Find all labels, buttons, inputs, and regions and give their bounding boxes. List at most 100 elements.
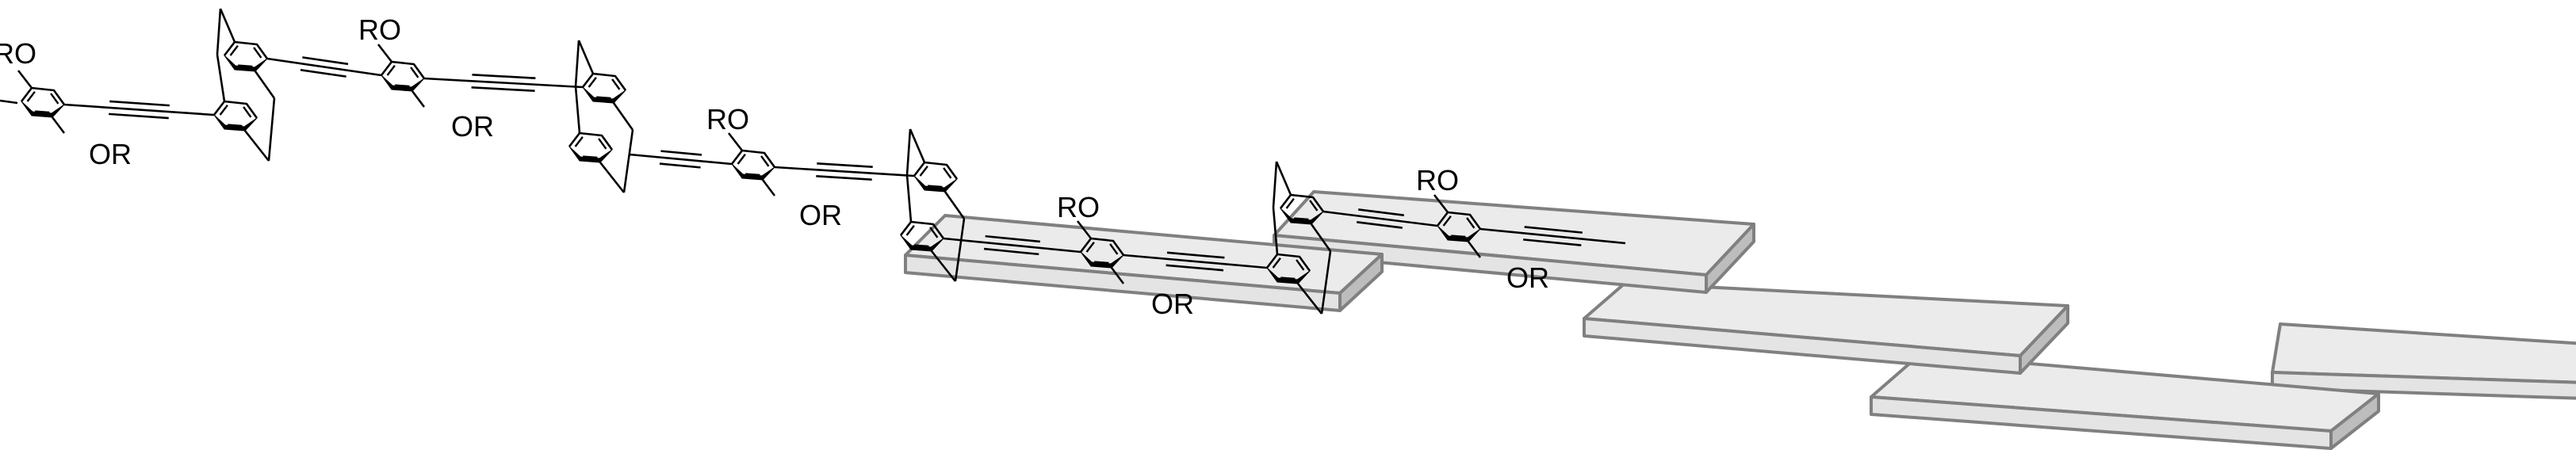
- alkyne-bond: [63, 103, 215, 116]
- ring-double-bond: [1272, 257, 1281, 269]
- or-bond: [1467, 241, 1482, 258]
- ring-double-bond: [588, 77, 597, 88]
- alkyne-bond: [629, 153, 733, 166]
- ring-double-bond: [1309, 200, 1319, 212]
- or-bond: [51, 116, 66, 134]
- dialkoxy-phenylene-4: [1079, 237, 1125, 269]
- slab-side-face: [2019, 304, 2069, 375]
- bridge-bond: [1272, 161, 1278, 208]
- alkyne-bond: [774, 166, 915, 177]
- ring-back-edge: [1279, 193, 1325, 212]
- or-bond: [761, 179, 776, 196]
- label-ro-5: RO: [1416, 164, 1459, 196]
- ring-double-bond: [596, 96, 611, 100]
- ring-bold-wedge-left: [213, 114, 226, 130]
- ring-bold-wedge-right: [612, 90, 626, 104]
- ring-bold-wedge-right: [243, 117, 258, 132]
- bridge-bond-bold: [930, 250, 957, 282]
- cyclophane-upper-ring-3: [913, 161, 959, 193]
- label-ro-2: RO: [358, 13, 401, 46]
- ring-bold-wedge-right: [1296, 270, 1311, 284]
- ring-double-bond: [229, 45, 239, 56]
- ring-bold-wedge-right: [51, 104, 65, 118]
- alkyne-bond: [109, 100, 170, 107]
- ring-double-bond: [1094, 261, 1109, 265]
- cyclophane-lower-ring-2: [568, 132, 614, 163]
- ring-bold-wedge-left: [568, 146, 581, 162]
- ring-double-bond: [919, 166, 928, 177]
- ring-double-bond: [1451, 235, 1466, 238]
- molecule-structure: [0, 8, 1626, 315]
- alkyne-bond: [266, 57, 382, 77]
- alkyne-bond: [983, 247, 1039, 256]
- slab-5: [1870, 353, 2380, 450]
- bridge-bond-bold: [1296, 283, 1323, 315]
- cyclophane-lower-ring-3: [899, 220, 945, 252]
- ring-back-edge: [20, 86, 66, 105]
- alkyne-bond: [660, 150, 702, 156]
- alkyne-bond: [1166, 251, 1225, 259]
- ring-double-bond: [1296, 259, 1305, 271]
- alkyne-bond: [471, 86, 535, 92]
- alkyne-bond: [472, 74, 536, 80]
- slab-front-face: [2271, 371, 2576, 400]
- ring-double-bond: [598, 138, 607, 150]
- alkyne-bond: [423, 77, 584, 89]
- bridge-bond: [577, 40, 595, 74]
- ring-double-bond: [737, 154, 746, 165]
- ring-back-edge: [730, 149, 776, 168]
- bridge-bond-bold: [612, 102, 634, 131]
- alkyne-bond: [985, 235, 1041, 243]
- ring-bold-wedge-left: [913, 175, 926, 191]
- ring-double-bond: [219, 105, 228, 116]
- ring-bold-wedge-right: [254, 58, 268, 72]
- slab-6: [2271, 322, 2576, 400]
- alkyne-bond: [1358, 208, 1404, 216]
- ring-bold-wedge-right: [1467, 228, 1481, 242]
- ring-bold-wedge-left: [21, 101, 33, 116]
- ring-bold-wedge-right: [761, 166, 775, 181]
- bridge-bond-bold: [1320, 250, 1332, 315]
- bridge-bond-bold: [267, 97, 276, 162]
- or-bond: [411, 90, 426, 108]
- ring-double-bond: [410, 67, 419, 78]
- ring-double-bond: [1280, 276, 1296, 280]
- ring-back-edge: [380, 60, 426, 79]
- ring-double-bond: [1085, 242, 1095, 253]
- alkyne-bond: [1123, 254, 1268, 269]
- ring-bold-wedge-left: [731, 163, 744, 179]
- ring-back-edge: [1436, 211, 1482, 230]
- bridge-bond-bold: [944, 191, 966, 219]
- cyclophane-upper-ring-1: [223, 40, 269, 72]
- bridge-bond: [905, 128, 912, 176]
- ring-double-bond: [943, 167, 952, 179]
- label-or-2: OR: [451, 110, 494, 143]
- label-or-3: OR: [799, 199, 842, 231]
- ring-bold-wedge-right: [411, 78, 425, 92]
- ring-double-bond: [228, 124, 243, 128]
- alkyne-bond: [817, 162, 873, 169]
- ro-bond: [727, 132, 744, 151]
- label-or-5: OR: [1506, 261, 1549, 294]
- cyclophane-upper-ring-4: [1279, 193, 1325, 225]
- bridge-bond: [574, 40, 580, 87]
- alkyne-bond: [816, 174, 872, 181]
- dialkoxy-phenylene-2: [380, 60, 426, 92]
- ring-double-bond: [386, 65, 396, 76]
- bridge-bond-bold: [1310, 223, 1332, 252]
- dialkoxy-phenylene-5: [1436, 211, 1482, 242]
- dialkoxy-phenylene-1: [20, 86, 66, 118]
- alkyne-bond: [300, 68, 346, 78]
- bridge-bond-bold: [243, 130, 270, 162]
- ring-back-edge: [1079, 237, 1125, 256]
- cyclophane-lower-ring-4: [1265, 253, 1311, 284]
- slab-side-face: [2329, 392, 2380, 450]
- alkyne-bond: [1479, 227, 1626, 245]
- ring-double-bond: [1466, 217, 1476, 229]
- ring-double-bond: [583, 155, 598, 159]
- ro-bond: [1076, 220, 1093, 239]
- bridge-bond-bold: [954, 218, 966, 282]
- ring-back-edge: [568, 132, 614, 151]
- ring-double-bond: [611, 78, 621, 90]
- ring-double-bond: [1442, 215, 1452, 227]
